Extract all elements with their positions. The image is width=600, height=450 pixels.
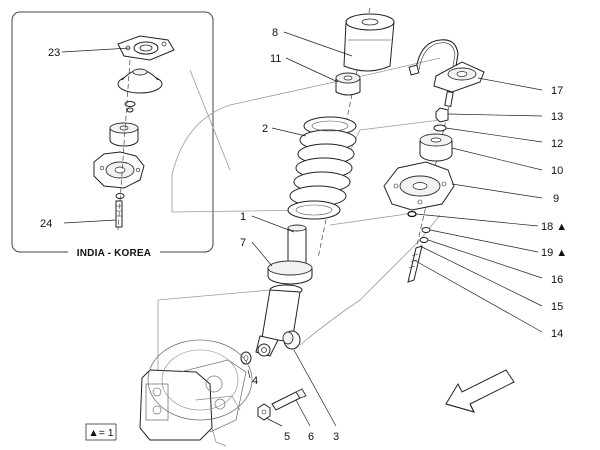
inset-nut (126, 107, 134, 113)
inset-top-mount (117, 68, 163, 94)
legend-text: ▲= 1 (88, 427, 113, 439)
washer-16 (419, 237, 429, 243)
legend: ▲= 1 (85, 423, 117, 441)
seat-bolt (407, 245, 423, 283)
callout-15: 15 (551, 301, 563, 313)
callout-14: 14 (551, 328, 563, 340)
callout-24: 24 (40, 218, 52, 230)
callout-18: 18 ▲ (541, 221, 567, 233)
callout-7: 7 (240, 237, 246, 249)
seal-ring (407, 210, 417, 218)
callout-5: 5 (284, 431, 290, 443)
inset-bump-stop (109, 122, 139, 147)
callout-9: 9 (553, 193, 559, 205)
washer-19 (421, 227, 431, 233)
callout-13: 13 (551, 111, 563, 123)
top-washer (433, 124, 447, 132)
lower-bushing (282, 330, 301, 350)
callout-11: 11 (270, 53, 281, 65)
callout-1: 1 (240, 211, 246, 223)
callout-12: 12 (551, 138, 563, 150)
coil-spring (287, 116, 357, 220)
lock-nut (257, 403, 271, 421)
rubber-mount (419, 133, 453, 162)
callout-19: 19 ▲ (541, 247, 567, 259)
callout-6: 6 (308, 431, 314, 443)
vehicle-outline (157, 57, 441, 380)
washer (240, 351, 252, 365)
callout-4: 4 (252, 375, 258, 387)
legend-frame (85, 423, 117, 441)
inset-washer (124, 101, 136, 107)
wheel-hub-assembly (139, 339, 253, 447)
upper-spring-seat (383, 161, 455, 211)
inset-title: INDIA - KOREA (77, 248, 151, 259)
top-nut (435, 107, 449, 123)
callout-16: 16 (551, 274, 563, 286)
inset-mount-plate (117, 35, 175, 61)
front-direction-arrow-icon (445, 369, 515, 413)
dust-boot (343, 13, 395, 72)
top-mount-with-sensor (408, 39, 485, 107)
callout-8: 8 (272, 27, 278, 39)
shock-absorber (255, 224, 313, 357)
leader-lines (247, 31, 543, 427)
callout-3: 3 (333, 431, 339, 443)
callout-17: 17 (551, 85, 563, 97)
callout-23: 23 (48, 47, 60, 59)
inset-panel: INDIA - KOREA (11, 11, 214, 259)
callout-2: 2 (262, 123, 268, 135)
mounting-bolt (271, 388, 307, 411)
inset-spring-seat (93, 151, 145, 189)
callout-10: 10 (551, 165, 563, 177)
bump-stop (335, 72, 361, 96)
